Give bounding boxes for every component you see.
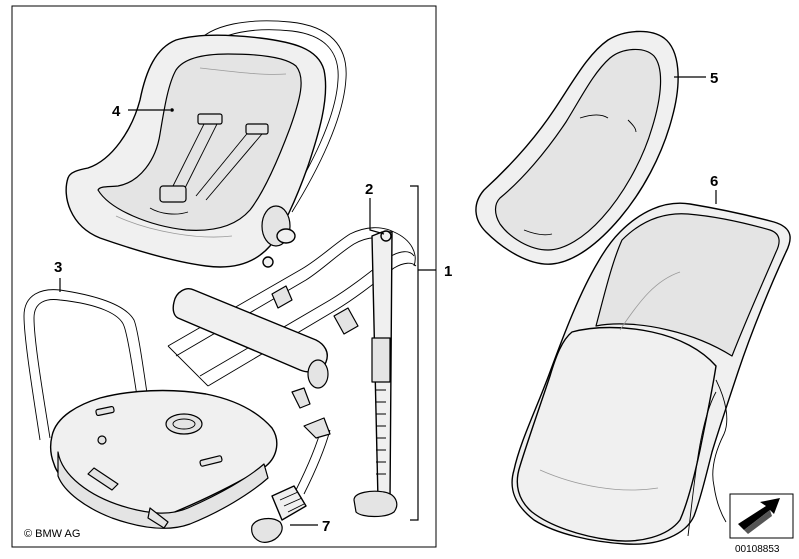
callout-6: 6 — [710, 173, 718, 190]
copyright-text: © BMW AG — [24, 528, 80, 540]
callout-1: 1 — [444, 263, 452, 280]
assembly-frame — [11, 5, 437, 548]
part-infant-seat-shell[interactable] — [65, 20, 347, 268]
callout-5: 5 — [710, 70, 718, 87]
callout-4: 4 — [112, 103, 121, 120]
part-footmuff[interactable] — [511, 202, 791, 545]
callout-2: 2 — [365, 181, 373, 198]
callout-leaders — [59, 76, 717, 526]
document-number: 00108853 — [735, 544, 780, 555]
part-belt-strap[interactable] — [251, 417, 331, 543]
part-seat-cover[interactable] — [475, 30, 679, 265]
callout-7: 7 — [322, 518, 330, 535]
part-isofix-frame[interactable] — [167, 227, 417, 518]
callout-3: 3 — [54, 259, 62, 276]
part-seat-base[interactable] — [23, 289, 278, 529]
orientation-arrow-icon — [729, 493, 794, 539]
callout-labels: 1 2 3 4 5 6 7 — [54, 70, 718, 535]
